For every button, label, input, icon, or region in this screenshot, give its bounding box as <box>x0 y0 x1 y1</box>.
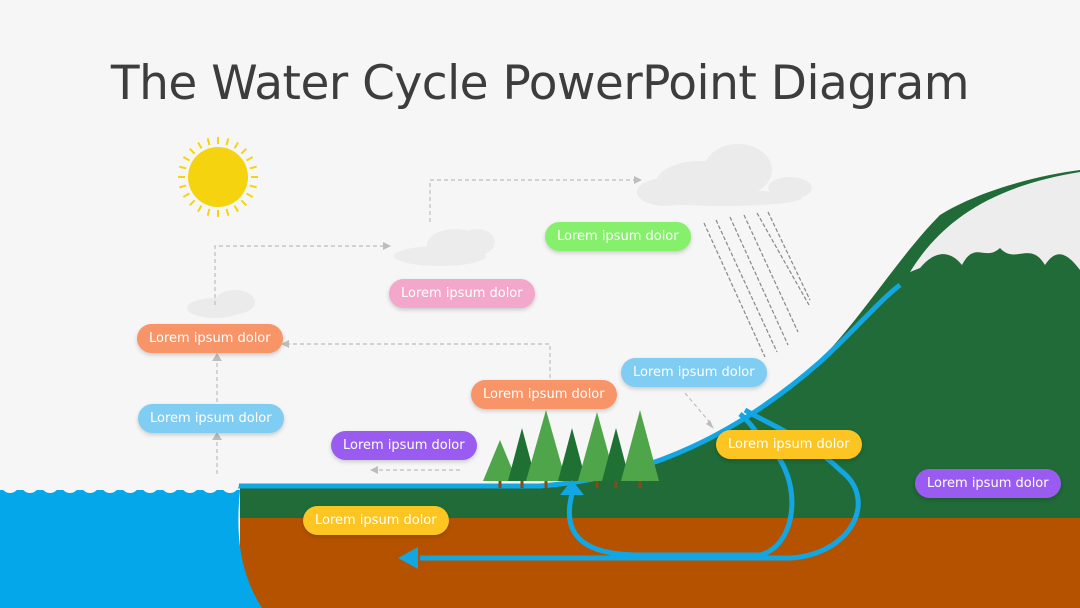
evaporation-connectors <box>214 179 713 474</box>
label-condensation: Lorem ipsum dolor <box>389 279 535 308</box>
label-infiltration: Lorem ipsum dolor <box>716 430 862 459</box>
arrow-head-up <box>560 480 584 495</box>
wave-icon <box>1 475 239 493</box>
cloud-icon <box>394 229 495 266</box>
snow-cap <box>910 172 1080 272</box>
label-evaporation-sea: Lorem ipsum dolor <box>138 404 284 433</box>
label-groundwater: Lorem ipsum dolor <box>303 506 449 535</box>
connector-heads <box>212 176 714 474</box>
label-mountain: Lorem ipsum dolor <box>915 469 1061 498</box>
label-transpiration: Lorem ipsum dolor <box>471 380 617 409</box>
label-evaporation: Lorem ipsum dolor <box>331 431 477 460</box>
label-precipitation: Lorem ipsum dolor <box>545 222 691 251</box>
arrow-head-left <box>398 547 418 569</box>
sea <box>0 490 262 608</box>
sun-icon <box>178 137 258 217</box>
rain-icon <box>703 211 811 358</box>
groundwater-flow-arrow <box>420 407 861 561</box>
tree-icon <box>578 412 616 488</box>
soil <box>240 516 1080 608</box>
tree-icon <box>602 428 630 488</box>
tree-icon <box>483 440 517 488</box>
tree-icon <box>508 428 536 488</box>
label-runoff: Lorem ipsum dolor <box>621 358 767 387</box>
label-evaporation-top: Lorem ipsum dolor <box>137 324 283 353</box>
cloud-icon <box>187 290 255 318</box>
tree-icon <box>526 410 566 488</box>
mountain-icon <box>240 170 1080 518</box>
forest <box>483 410 659 488</box>
cloud-icon <box>637 144 812 206</box>
page-title: The Water Cycle PowerPoint Diagram <box>110 56 970 111</box>
tree-icon <box>621 410 659 488</box>
